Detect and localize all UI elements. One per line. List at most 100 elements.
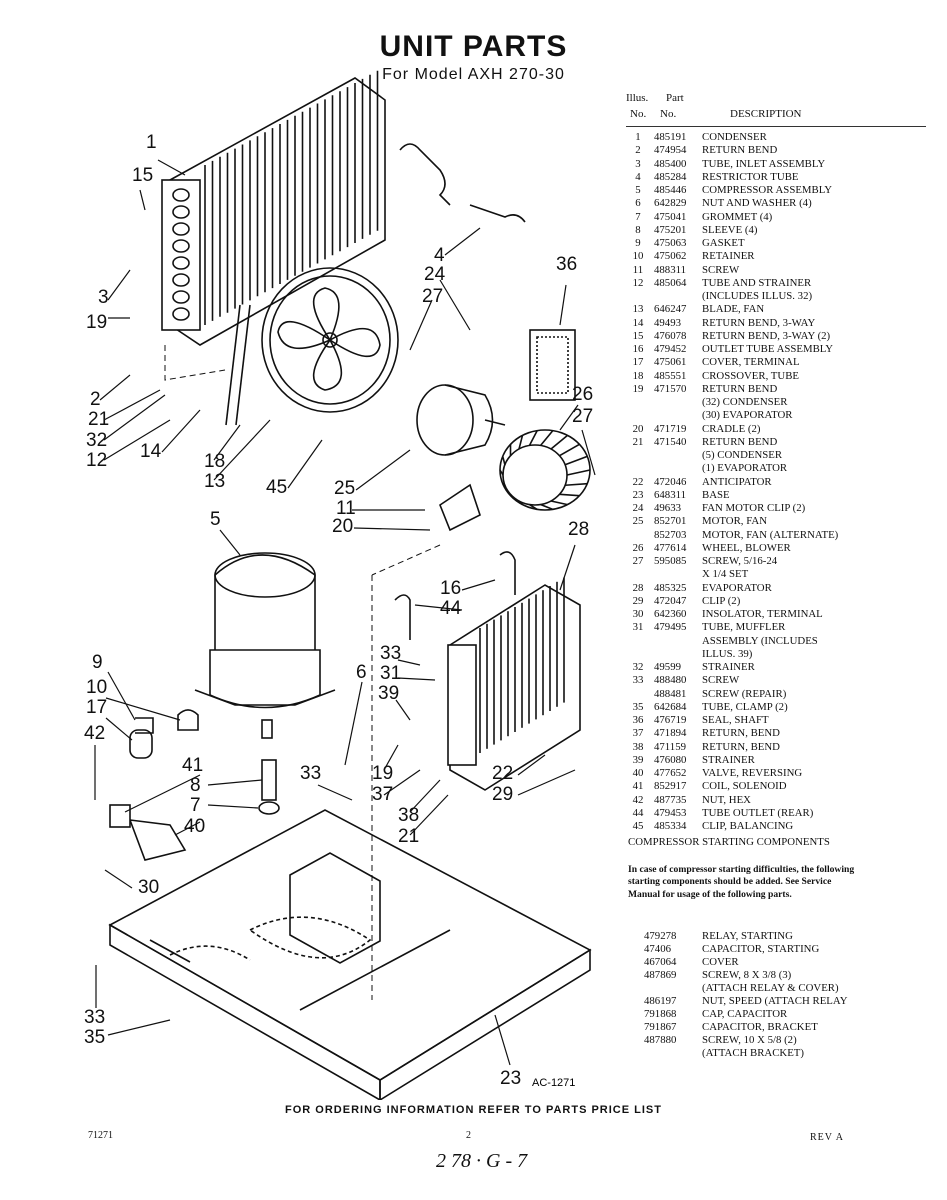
illus-no	[626, 396, 650, 409]
part-no	[640, 1047, 702, 1060]
description: (ATTACH RELAY & COVER)	[702, 982, 839, 994]
part-no: 479453	[654, 806, 687, 819]
header-illus: Illus.	[626, 92, 649, 104]
part-no: 476080	[654, 753, 687, 766]
illus-no: 37	[632, 727, 644, 740]
callout-label: 3	[98, 287, 109, 308]
illus-no: 9	[635, 237, 641, 249]
table-row: 40477652Valve, Reversing	[626, 767, 926, 780]
part-no: 471719	[654, 422, 687, 435]
description: (Includes Illus. 32)	[702, 290, 813, 302]
illus-no: 35	[632, 700, 644, 713]
return-bend-icon	[172, 222, 190, 236]
callout-label: 35	[84, 1027, 105, 1048]
part-no: 648311	[654, 488, 686, 501]
illus-no	[626, 449, 650, 462]
part-no: 642684	[654, 700, 687, 713]
description: Tube, Clamp (2)	[702, 700, 788, 713]
illus-no: 1	[635, 131, 641, 143]
parts-table-body: 1485191Condenser2474954Return Bend348540…	[626, 131, 926, 833]
callout-label: 17	[86, 697, 107, 718]
table-row: 28485325Evaporator	[626, 582, 926, 595]
callout-label: 11	[336, 498, 356, 519]
table-row: 31479495Tube, Muffler	[626, 621, 926, 634]
return-bend-icon	[172, 290, 190, 304]
illus-no: 18	[632, 369, 644, 382]
illus-no	[626, 648, 650, 661]
part-no: 479452	[654, 343, 687, 355]
description: (30) Evaporator	[702, 409, 793, 422]
part-no: 475063	[654, 237, 687, 249]
description: Fan Motor Clip (2)	[702, 502, 806, 514]
description: Screw (Repair)	[702, 687, 787, 700]
fin-line	[499, 469, 504, 476]
description: Crossover, Tube	[702, 369, 799, 382]
description: Return Bend	[702, 144, 778, 157]
description: Return Bend	[702, 382, 778, 395]
table-row: 3485400Tube, Inlet Assembly	[626, 158, 926, 171]
description: Wheel, Blower	[702, 541, 791, 554]
part-no: 487880	[644, 1034, 677, 1046]
callout-label: 26	[572, 384, 593, 405]
illus-no: 5	[635, 184, 641, 196]
page-title: UNIT PARTS	[379, 30, 568, 63]
table-row: 5485446Compressor Assembly	[626, 184, 926, 197]
footer-code: 71271	[88, 1130, 113, 1141]
description: Return Bend	[702, 435, 778, 448]
part-no: 479495	[654, 621, 687, 634]
description: SCREW, 8 x 3/8 (3)	[702, 969, 792, 981]
callout-label: 27	[422, 286, 443, 307]
table-row: 42487735Nut, Hex	[626, 794, 926, 807]
description: Motor, Fan (Alternate)	[702, 528, 839, 541]
part-no	[650, 449, 702, 462]
part-no: 488480	[654, 674, 687, 687]
callout-label: 40	[184, 816, 205, 837]
callout-label: 8	[190, 775, 201, 796]
table-row: 22472046Anticipator	[626, 476, 926, 489]
callout-label: 32	[86, 430, 107, 451]
table-row: 10475062Retainer	[626, 250, 926, 263]
part-no: 488481	[654, 687, 687, 700]
description: Assembly (Includes	[702, 634, 818, 647]
fin-line	[565, 482, 588, 487]
fin-line	[502, 483, 506, 486]
description: Return Bend, 3-Way	[702, 316, 816, 329]
part-no: 791867	[644, 1021, 677, 1033]
callout-label: 18	[204, 451, 225, 472]
part-no: 852703	[654, 528, 687, 541]
fin-line	[566, 469, 591, 476]
list-item: (ATTACH BRACKET)	[640, 1047, 930, 1060]
part-no: 471570	[654, 382, 687, 395]
callout-label: 6	[356, 662, 367, 683]
table-row: 12485064Tube and Strainer	[626, 277, 926, 290]
illus-no	[626, 635, 650, 648]
part-no	[650, 568, 702, 581]
callout-label: 9	[92, 652, 103, 673]
part-no: 488311	[654, 263, 686, 276]
callout-label: 36	[556, 254, 577, 275]
callout-label: 33	[84, 1007, 105, 1028]
description: Outlet Tube Assembly	[702, 343, 834, 355]
description: NUT, SPEED (ATTACH RELAY	[702, 995, 848, 1007]
part-no: 595085	[654, 555, 687, 567]
table-row: 19471570Return Bend	[626, 383, 926, 396]
return-bend-icon	[172, 239, 190, 253]
description: Tube Outlet (Rear)	[702, 806, 814, 819]
part-no: 852701	[654, 515, 687, 528]
description: Screw, 5/16-24	[702, 555, 778, 567]
illus-no: 8	[635, 223, 641, 236]
table-row: 27595085Screw, 5/16-24	[626, 555, 926, 568]
table-row: 18485551Crossover, Tube	[626, 370, 926, 383]
description: Motor, Fan	[702, 515, 767, 528]
fin-line	[518, 435, 524, 450]
part-no: 791868	[644, 1008, 677, 1020]
condenser-drawing	[161, 70, 386, 346]
part-no	[650, 409, 702, 422]
part-no: 642360	[654, 608, 687, 620]
callout-label: 5	[210, 509, 221, 530]
model-subtitle: For Model AXH 270-30	[382, 66, 565, 83]
description: CAPACITOR, STARTING	[702, 943, 820, 955]
